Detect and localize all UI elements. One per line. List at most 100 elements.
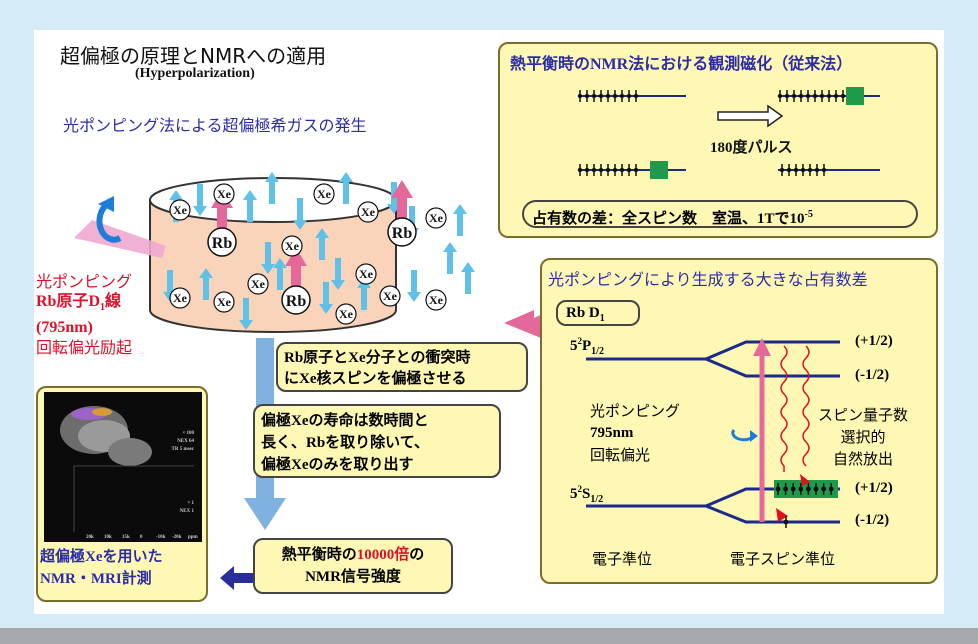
- mri-tick-1: 10k: [104, 535, 112, 540]
- rb-d1-label: Rb D1: [556, 300, 640, 326]
- energy-diagram: [586, 338, 840, 528]
- xe-atom: Xe: [247, 273, 269, 295]
- spin-mark: [805, 90, 811, 102]
- spin-mark: [612, 164, 618, 176]
- rb-atom: Rb: [281, 248, 311, 315]
- collision-note: Rb原子とXe分子との衝突時 にXe核スピンを偏極させる: [276, 342, 528, 392]
- spin-arrow: [407, 270, 421, 302]
- page-subtitle: (Hyperpolarization): [135, 66, 255, 81]
- difference-text: 占有数の差：全スピン数 室温、1Tで10: [532, 211, 805, 227]
- signal-to-mri-arrow: [220, 566, 264, 590]
- svg-text:Rb: Rb: [212, 235, 233, 252]
- spin-diagram: 180度パルス: [577, 87, 880, 179]
- collision-line2: にXe核スピンを偏極させる: [284, 371, 467, 387]
- mri-note: 超偏極Xeを用いた NMR・MRI計測: [40, 546, 163, 590]
- xe-atom: Xe: [357, 201, 379, 223]
- svg-text:Xe: Xe: [359, 267, 374, 281]
- pumped-spin: [821, 483, 826, 495]
- xe-atom: Xe: [379, 285, 401, 307]
- spin-arrow: [199, 268, 213, 300]
- pulse-label: 180度パルス: [710, 138, 793, 156]
- pumped-spin: [798, 483, 804, 495]
- pumping-label-line2: Rb原子D1線: [36, 293, 122, 314]
- spin-arrow: [243, 190, 257, 222]
- xe-atom: Xe: [213, 183, 235, 205]
- spin-mark: [598, 164, 604, 176]
- gas-heading: 光ポンピング法による超偏極希ガスの発生: [63, 116, 367, 135]
- excess-spin-box: [846, 87, 864, 105]
- conventional-heading: 熱平衡時のNMR法における観測磁化（従来法）: [510, 56, 853, 73]
- spin-arrow: [261, 242, 275, 274]
- xe-atom: Xe: [425, 289, 447, 311]
- collision-line1: Rb原子とXe分子との衝突時: [284, 350, 471, 366]
- p-plus-half: (+1/2): [855, 333, 893, 349]
- pumping-label-line3: (795nm): [36, 319, 93, 337]
- spin-mark: [605, 90, 611, 102]
- spin-mark: [800, 164, 806, 176]
- mri-tick-5: -20k: [172, 535, 182, 540]
- spin-mark: [584, 90, 590, 102]
- s-plus-half: (+1/2): [855, 480, 893, 496]
- pumping-label-line1: 光ポンピング: [36, 272, 133, 291]
- lifetime-note: 偏極Xeの寿命は数時間と 長く、Rbを取り除いて、 偏極Xeのみを取り出す: [253, 404, 501, 478]
- mri-label-1: × 1: [187, 501, 194, 506]
- lifetime-line3: 偏極Xeのみを取り出す: [261, 457, 414, 473]
- spin-mark: [591, 164, 597, 176]
- mri-line1: 超偏極Xeを用いた: [40, 549, 163, 565]
- spin-mark: [777, 90, 783, 102]
- mri-label-100: × 100: [182, 431, 194, 436]
- spin-arrow: [453, 204, 467, 236]
- spin-mark: [779, 164, 785, 176]
- pumped-spin: [806, 483, 811, 495]
- svg-text:Xe: Xe: [251, 277, 266, 291]
- svg-text:Xe: Xe: [173, 291, 188, 305]
- xe-atom: Xe: [425, 207, 447, 229]
- spin-mark: [619, 90, 625, 102]
- spin-mark: [786, 164, 792, 176]
- spin-arrow: [319, 282, 333, 314]
- s-state-label: 52S1/2: [570, 484, 604, 505]
- svg-text:Xe: Xe: [339, 307, 354, 321]
- pumping-panel-heading: 光ポンピングにより生成する大きな占有数差: [548, 270, 868, 289]
- mri-label-nex1: NEX 1: [180, 509, 195, 514]
- spin-arrow: [331, 258, 345, 290]
- pump-text: 光ポンピング 795nm 回転偏光: [590, 402, 681, 464]
- signal-note: 熱平衡時の10000倍の NMR信号強度: [253, 538, 453, 594]
- spin-mark: [633, 164, 639, 176]
- spin-mark: [605, 164, 611, 176]
- pumped-spin: [783, 483, 788, 495]
- mri-label-nex64: NEX 64: [177, 439, 194, 444]
- bottom-bar: [0, 628, 978, 644]
- spin-arrow: [443, 242, 457, 274]
- spin-mark: [812, 90, 818, 102]
- rotation-icon: [96, 201, 122, 243]
- page-title: 超偏極の原理とNMRへの適用: [60, 44, 327, 68]
- svg-text:Xe: Xe: [361, 205, 376, 219]
- difference-exp: -5: [804, 209, 813, 220]
- signal-line2: NMR信号強度: [305, 569, 401, 585]
- spin-mark: [584, 164, 590, 176]
- mri-tick-0: 20k: [86, 535, 94, 540]
- xe-atom: Xe: [281, 235, 303, 257]
- p-minus-half: (-1/2): [855, 367, 890, 383]
- pumping-label-line4: 回転偏光励起: [36, 338, 133, 358]
- lifetime-line1: 偏極Xeの寿命は数時間と: [261, 413, 429, 429]
- svg-text:Xe: Xe: [429, 211, 444, 225]
- spin-arrow: [339, 172, 353, 204]
- xe-atom: Xe: [335, 303, 357, 325]
- mri-tick-4: -10k: [156, 535, 166, 540]
- mri-tick-2: 15k: [122, 535, 130, 540]
- svg-text:Rb: Rb: [286, 293, 307, 310]
- xe-atom: Xe: [169, 199, 191, 221]
- pumped-spin: [813, 483, 819, 495]
- xe-atom: Xe: [355, 263, 377, 285]
- spin-mark: [577, 90, 583, 102]
- mri-image: × 100 NEX 64 TR 5 msec × 1 NEX 1 20k 10k…: [44, 392, 202, 542]
- spin-mark: [612, 90, 618, 102]
- spin-level-label: 電子スピン準位: [730, 550, 836, 568]
- svg-text:Xe: Xe: [285, 239, 300, 253]
- difference-pill: 占有数の差：全スピン数 室温、1Tで10-5: [522, 200, 918, 228]
- spin-mark: [798, 90, 804, 102]
- svg-text:Xe: Xe: [217, 187, 232, 201]
- pulse-arrow: [717, 104, 784, 128]
